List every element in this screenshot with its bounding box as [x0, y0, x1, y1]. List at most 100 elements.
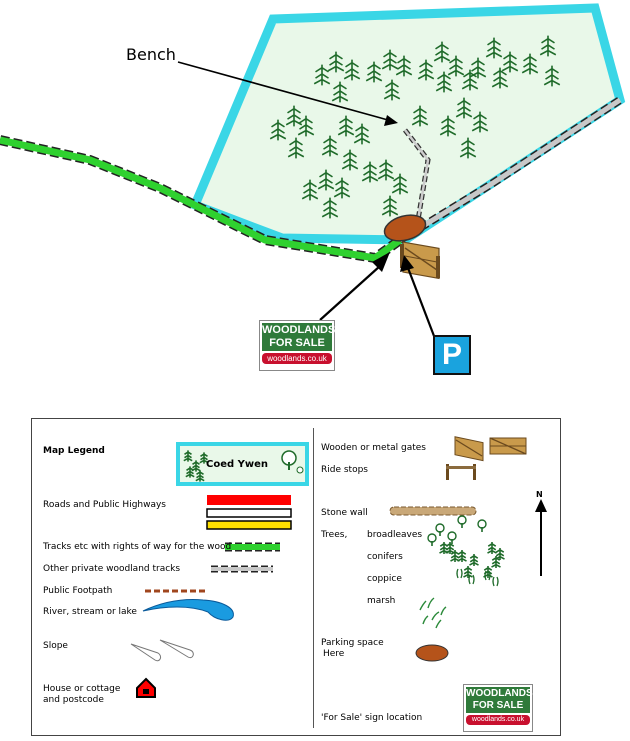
conifer-tree-icon [343, 59, 361, 81]
conifer-tree-icon [365, 61, 383, 83]
ride-stops-swatch [446, 464, 476, 480]
conifer-tree-icon [391, 173, 409, 195]
marsh-swatch [419, 597, 447, 629]
conifer-tree-icon [459, 137, 477, 159]
sign-arrow [319, 265, 381, 321]
conifer-tree-icon [469, 554, 479, 566]
conifer-tree-icon [301, 179, 319, 201]
conifer-tree-icon [313, 64, 331, 86]
broadleaf-icon [427, 533, 437, 546]
conifer-tree-icon [485, 37, 503, 59]
legend-trees-label: Trees, [321, 530, 348, 540]
conifer-tree-icon [543, 65, 561, 87]
conifer-tree-icon [341, 149, 359, 171]
bench-label: Bench [126, 45, 176, 64]
conifer-tree-icon [331, 81, 349, 103]
broadleaf-icon [281, 450, 297, 470]
gates-swatch [454, 436, 527, 462]
coppice-icon [456, 568, 463, 579]
conifer-tree-icon [455, 97, 473, 119]
legend-footpath: Public Footpath [43, 586, 113, 596]
broadleaf-icon [457, 515, 467, 528]
conifer-tree-icon [185, 466, 195, 478]
bench-arrow [177, 61, 389, 121]
conifer-tree-icon [435, 71, 453, 93]
conifer-tree-icon [417, 59, 435, 81]
conifer-tree-icon [491, 556, 501, 568]
conifer-tree-icon [521, 53, 539, 75]
sign-line1: WOODLANDS [262, 324, 336, 336]
conifer-tree-icon [195, 470, 205, 482]
conifer-tree-icon [383, 79, 401, 101]
conifer-tree-icon [461, 69, 479, 91]
legend-roads: Roads and Public Highways [43, 500, 166, 510]
broadleaf-icon [435, 523, 445, 536]
legend-parking-1: Parking space [321, 638, 384, 648]
legend-for-sale: 'For Sale' sign location [321, 713, 423, 723]
conifer-tree-icon [269, 119, 287, 141]
conifer-tree-icon [463, 566, 473, 578]
legend-river: River, stream or lake [43, 607, 137, 617]
woodland-boundary [189, 3, 626, 245]
conifer-tree-icon [361, 161, 379, 183]
legend-sign-line1: WOODLANDS [466, 688, 533, 699]
conifer-tree-icon [447, 55, 465, 77]
conifer-tree-icon [395, 55, 413, 77]
conifer-tree-icon [445, 542, 455, 554]
conifer-tree-icon [285, 105, 303, 127]
sign-line2: FOR SALE [269, 337, 325, 349]
coppice-icon [492, 576, 499, 587]
conifer-tree-icon [469, 57, 487, 79]
stone-wall-swatch [389, 506, 477, 516]
legend-gates: Wooden or metal gates [321, 443, 426, 453]
conifer-tree-icon [487, 542, 497, 554]
conifer-tree-icon [321, 135, 339, 157]
conifer-tree-icon [191, 460, 201, 472]
legend-conifers: conifers [367, 552, 403, 562]
roads-swatch [206, 495, 292, 530]
conifer-tree-icon [321, 197, 339, 219]
north-label: N [536, 490, 543, 499]
legend-house-2: and postcode [43, 695, 104, 705]
for-sale-sign: WOODLANDS FOR SALE woodlands.co.uk [259, 320, 335, 371]
conifer-tree-icon [411, 105, 429, 127]
conifer-tree-icon [337, 115, 355, 137]
conifer-trees [269, 35, 561, 219]
conifer-tree-icon [439, 115, 457, 137]
conifer-tree-icon [501, 51, 519, 73]
conifer-tree-icon [377, 159, 395, 181]
legend-private-tracks: Other private woodland tracks [43, 564, 181, 574]
map-legend [31, 418, 561, 736]
legend-coppice: coppice [367, 574, 402, 584]
conifer-tree-icon [539, 35, 557, 57]
conifer-tree-icon [439, 542, 449, 554]
conifer-tree-icon [353, 123, 371, 145]
conifer-tree-icon [317, 169, 335, 191]
legend-parking-2: Here [323, 649, 345, 659]
conifer-tree-icon [333, 177, 351, 199]
conifer-tree-icon [495, 548, 505, 560]
conifer-tree-icon [381, 49, 399, 71]
conifer-tree-icon [457, 550, 467, 562]
conifer-tree-icon [450, 550, 460, 562]
conifer-tree-icon [287, 137, 305, 159]
conifer-tree-icon [183, 450, 193, 462]
conifer-tree-icon [327, 51, 345, 73]
legend-for-sale-sign: WOODLANDS FOR SALE woodlands.co.uk [463, 684, 533, 732]
slope-swatch [130, 639, 194, 662]
coppice-icon [484, 570, 491, 581]
legend-sign-url: woodlands.co.uk [466, 715, 530, 725]
parking-space [383, 214, 427, 242]
parking-sign: P [433, 335, 471, 375]
conifer-tree-icon [471, 111, 489, 133]
legend-title: Map Legend [43, 446, 105, 456]
north-arrow [535, 499, 547, 576]
legend-stone-wall: Stone wall [321, 508, 368, 518]
conifer-tree-icon [433, 41, 451, 63]
broadleaf-icon [477, 519, 487, 532]
legend-broadleaves: broadleaves [367, 530, 423, 540]
house-icon [136, 677, 156, 698]
broadleaf-icon [447, 531, 457, 544]
river-swatch [142, 599, 234, 621]
